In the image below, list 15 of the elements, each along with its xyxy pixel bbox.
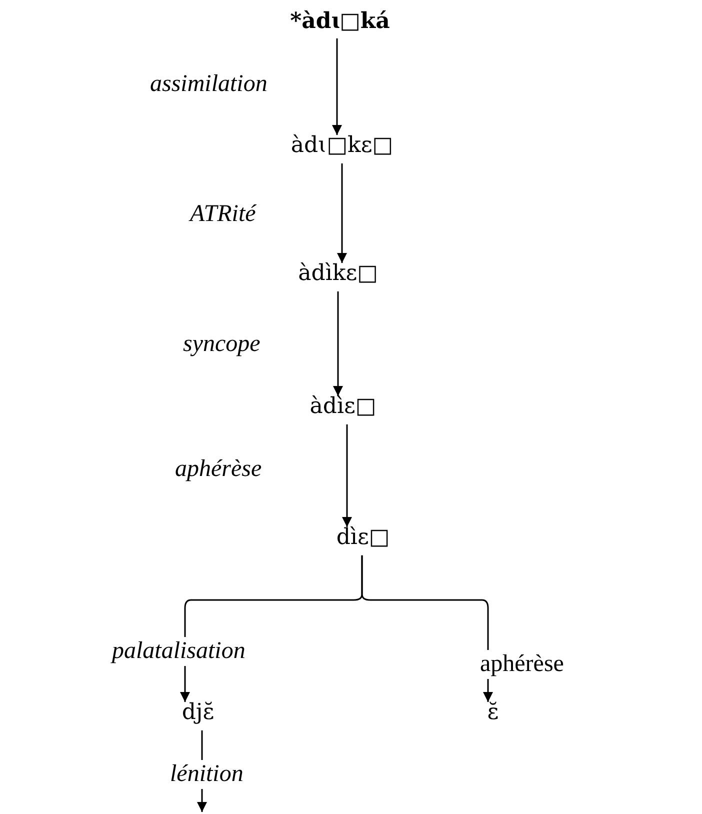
word-form: dìɛ□ bbox=[336, 525, 390, 552]
word-form: *àdɩ□ká bbox=[290, 8, 390, 34]
word-form: àdìkɛ□ bbox=[298, 261, 378, 288]
edge-label: aphérèse bbox=[480, 650, 564, 679]
arrow bbox=[333, 291, 343, 396]
arrow bbox=[361, 555, 493, 702]
edge-label: palatalisation bbox=[112, 637, 246, 666]
arrow bbox=[337, 163, 347, 263]
word-form: àdìɛ□ bbox=[310, 394, 376, 420]
word-form: djɛ̆ bbox=[182, 700, 214, 726]
arrow bbox=[342, 424, 352, 527]
word-form: àdɩ□kɛ□ bbox=[290, 133, 394, 160]
edge-label: lénition bbox=[170, 760, 244, 789]
word-form: ɛ̆ bbox=[487, 700, 499, 726]
arrow bbox=[332, 38, 342, 135]
